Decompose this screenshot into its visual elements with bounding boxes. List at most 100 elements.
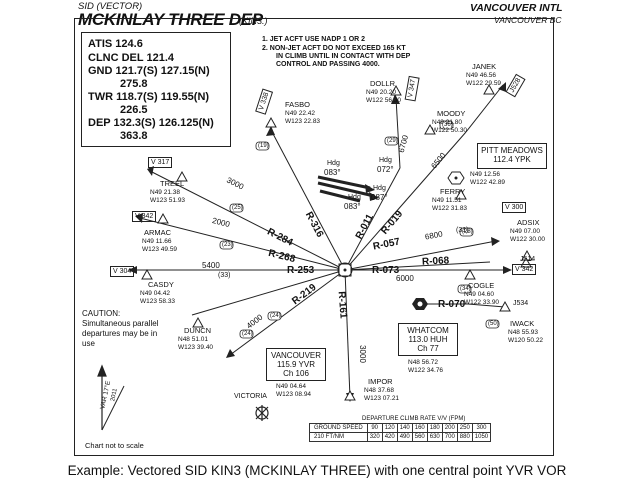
whatcom-symbol xyxy=(412,298,428,310)
fix-cogle-lat: N49 04.60 xyxy=(464,291,494,298)
note-2-line-2: IN CLIMB UNTIL IN CONTACT WITH DEP xyxy=(276,53,411,60)
fix-ferry-name: FERRY xyxy=(440,187,466,196)
departure-freq-uhf: 363.8 xyxy=(120,130,148,142)
fix-moody-name: MOODY xyxy=(437,109,466,118)
airway-v300: V 300 xyxy=(502,202,527,213)
climb-table-cell: 250 xyxy=(456,423,473,433)
climb-table-cell: 160 xyxy=(411,423,428,433)
victoria-label: VICTORIA xyxy=(234,393,267,400)
victoria-airport-symbol xyxy=(255,405,269,421)
fix-impor-lon: W123 07.21 xyxy=(364,395,400,402)
fix-fasbo-lat: N49 22.42 xyxy=(285,110,315,117)
climb-table-cell: 630 xyxy=(426,432,443,442)
yvr-name: VANCOUVER xyxy=(270,351,322,360)
distance-cogle: (34) xyxy=(460,286,471,292)
whatcom-name: WHATCOM xyxy=(407,326,449,335)
fix-treel-name: TREEL xyxy=(160,179,185,188)
fix-casdy-name: CASDY xyxy=(148,280,174,289)
heading-value-1: 083° xyxy=(324,168,341,177)
climb-rate-title: DEPARTURE CLIMB RATE V/V (FPM) xyxy=(362,416,466,422)
frequency-box: ATIS 124.6 CLNC DEL 121.4 GND 121.7(S) 1… xyxy=(81,32,231,147)
tower-freq-uhf: 226.5 xyxy=(120,104,148,116)
climb-table-cell: 490 xyxy=(396,432,413,442)
whatcom-lon: W122 34.76 xyxy=(408,367,444,374)
distance-iwack: (50) xyxy=(488,321,499,327)
distance-casdy: (33) xyxy=(218,272,231,279)
pitt-meadows-freq: 112.4 YPK xyxy=(493,155,531,165)
route-r284 xyxy=(151,171,346,271)
yvr-channel: Ch 106 xyxy=(283,369,309,379)
heading-value-4: 083° xyxy=(344,202,361,211)
not-to-scale-note: Chart not to scale xyxy=(85,441,144,450)
note-2: 2. NON-JET ACFT DO NOT EXCEED 165 KT xyxy=(262,45,406,52)
distance-ferry: (28) xyxy=(462,229,473,235)
whatcom-lat: N48 56.72 xyxy=(408,359,438,366)
climb-table-cell: 200 xyxy=(441,423,458,433)
atis-freq: ATIS 124.6 xyxy=(88,38,143,50)
pitt-meadows-name: PITT MEADOWS xyxy=(481,146,543,155)
distance-adsix: (31) xyxy=(456,227,469,234)
fix-impor-name: IMPOR xyxy=(368,377,393,386)
caution-line-2: departures may be in xyxy=(82,329,158,338)
distance-ovals xyxy=(219,120,500,339)
radial-label-068: R-068 xyxy=(421,255,450,268)
fix-ferry-lon: W122 31.83 xyxy=(432,205,468,212)
whatcom-channel: Ch 77 xyxy=(417,344,439,354)
fix-fasbo-name: FASBO xyxy=(285,100,311,109)
climb-table-cell: 320 xyxy=(366,432,383,442)
heading-value-2: 072° xyxy=(377,165,394,174)
radial-label-253: R-253 xyxy=(287,265,315,276)
route-r011 xyxy=(344,167,401,271)
distance-armac: (23) xyxy=(222,242,233,248)
airway-j514: J514 xyxy=(520,256,536,263)
route-r219 xyxy=(229,269,346,356)
distance-yvr: (24) xyxy=(270,313,281,319)
heading-label-3: Hdg xyxy=(373,185,386,192)
note-1: 1. JET ACFT USE NADP 1 OR 2 xyxy=(262,36,366,43)
distance-moody: (36) xyxy=(442,122,453,128)
climb-table-cell: 700 xyxy=(441,432,458,442)
route-to-janek xyxy=(465,84,504,133)
departure-freq: DEP 132.3(S) 126.125(N) xyxy=(88,117,214,129)
heading-label-1: Hdg xyxy=(327,160,340,167)
route-r019 xyxy=(344,131,467,271)
climb-table-row-ground-speed: GROUND SPEED 90 120 140 160 180 200 250 … xyxy=(309,423,492,433)
fix-duncn-lat: N48 51.01 xyxy=(178,336,208,343)
distance-duncn: (24) xyxy=(242,331,253,337)
climb-table-cell: 180 xyxy=(426,423,443,433)
caution-line-3: use xyxy=(82,339,95,348)
airway-v317: V 317 xyxy=(148,157,173,168)
radial-label-073: R-073 xyxy=(372,265,400,276)
caution-line-1: Simultaneous parallel xyxy=(82,319,159,328)
airway-v342-west: V 342 xyxy=(132,211,157,222)
airport-city: VANCOUVER BC xyxy=(494,15,562,25)
route-j534 xyxy=(467,303,506,308)
distance-fasbo: (19) xyxy=(258,143,269,149)
fix-adsix-name: ADSIX xyxy=(517,218,540,227)
fix-armac-lat: N49 11.66 xyxy=(142,238,172,245)
fix-armac-lon: W123 49.59 xyxy=(142,246,178,253)
whatcom-freq: 113.0 HUH xyxy=(408,335,448,345)
route-r068 xyxy=(344,261,491,271)
heading-label-2: Hdg xyxy=(379,157,392,164)
radial-label-070: R-070 xyxy=(438,299,466,310)
route-r161 xyxy=(344,269,351,399)
climb-table-cell: 880 xyxy=(456,432,473,442)
altitude-impor: 3000 xyxy=(357,345,367,363)
fix-janek-lat: N49 46.56 xyxy=(466,72,496,79)
procedure-title: MCKINLAY THREE DEP xyxy=(78,10,263,29)
clearance-delivery-freq: CLNC DEL 121.4 xyxy=(88,52,174,64)
fix-triangles xyxy=(141,83,533,401)
fix-dollr-lon: W122 56.30 xyxy=(366,97,402,104)
fix-ferry-lat: N49 11.51 xyxy=(432,197,462,204)
north-arrow xyxy=(97,364,125,431)
fix-cogle-name: COGLE xyxy=(468,281,495,290)
pitt-meadows-symbol xyxy=(447,171,465,185)
airway-v304: V 304 xyxy=(110,266,135,277)
climb-table-cell: 560 xyxy=(411,432,428,442)
fix-fasbo-lon: W123 22.83 xyxy=(285,118,321,125)
yvr-vor-symbol xyxy=(337,262,353,278)
distance-dollr: (29) xyxy=(387,138,398,144)
fix-adsix-lat: N49 07.00 xyxy=(510,228,540,235)
pitt-meadows-lat: N49 12.56 xyxy=(470,171,500,178)
